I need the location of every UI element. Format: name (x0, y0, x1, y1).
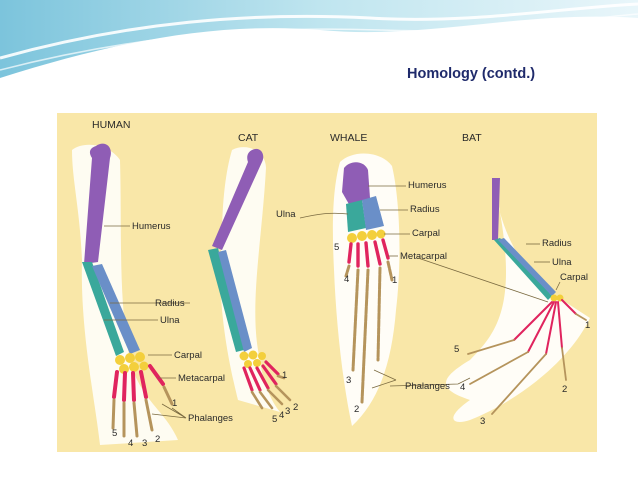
cat-digit-2: 2 (293, 402, 298, 413)
bat-radius (498, 238, 556, 296)
whale-label-ulna: Ulna (276, 209, 296, 220)
human-digit-4: 4 (128, 438, 133, 449)
whale-digit-4: 4 (344, 274, 349, 285)
cat-digit-4: 4 (279, 410, 284, 421)
bat-phalanges (467, 313, 587, 415)
bat-label-carpal: Carpal (560, 272, 588, 283)
cat-radius (218, 250, 252, 352)
human-digit-3: 3 (142, 438, 147, 449)
species-cat: CAT (238, 132, 259, 144)
human-label-ulna: Ulna (160, 315, 180, 326)
human-label-phalanges: Phalanges (188, 413, 233, 424)
human-digit-2: 2 (155, 434, 160, 445)
cat-digit-5: 5 (272, 414, 277, 425)
human-digit-5: 5 (112, 428, 117, 439)
human-label-humerus: Humerus (132, 221, 171, 232)
whale-digit-1: 1 (392, 275, 397, 286)
cat-digit-1: 1 (282, 370, 287, 381)
cat-limb: 1 2 3 4 5 (208, 147, 298, 425)
bat-digit-2: 2 (562, 384, 567, 395)
slide-title: Homology (contd.) (407, 66, 536, 82)
whale-label-metacarpal: Metacarpal (400, 251, 447, 262)
human-limb: 5 4 3 2 1 (72, 143, 178, 449)
whale-metacarpals (347, 238, 390, 268)
whale-ulna (346, 200, 366, 232)
whale-digit-3: 3 (346, 375, 351, 386)
human-humerus (84, 143, 111, 264)
cat-humerus (212, 148, 264, 250)
bat-humerus (492, 178, 500, 240)
bat-digit-5: 5 (454, 344, 459, 355)
human-radius (92, 264, 140, 354)
header-waves (0, 0, 638, 78)
bat-metacarpals (513, 299, 577, 355)
whale-limb: 5 4 1 3 2 (332, 153, 400, 427)
bat-label-ulna: Ulna (552, 257, 572, 268)
whale-digit-5: 5 (334, 242, 339, 253)
whale-carpals (347, 229, 386, 243)
whale-bat-label-phalanges: Phalanges (405, 381, 450, 392)
whale-humerus (342, 162, 370, 206)
bat-ulna (494, 238, 552, 300)
human-carpals (115, 352, 149, 374)
cat-digit-3: 3 (285, 406, 290, 417)
bat-limb: 1 2 3 4 5 (445, 178, 590, 427)
human-label-radius: Radius (155, 298, 185, 309)
species-human: HUMAN (92, 119, 131, 131)
species-whale: WHALE (330, 132, 367, 144)
human-metacarpals (112, 364, 165, 402)
whale-label-radius: Radius (410, 204, 440, 215)
bat-label-radius: Radius (542, 238, 572, 249)
cat-carpals (239, 350, 266, 368)
whale-label-carpal: Carpal (412, 228, 440, 239)
human-ulna (82, 262, 124, 356)
whale-radius (362, 196, 384, 230)
bat-digit-3: 3 (480, 416, 485, 427)
cat-ulna (208, 248, 244, 352)
human-phalanges (111, 385, 174, 438)
species-bat: BAT (462, 132, 482, 144)
whale-phalanges (344, 260, 394, 404)
bat-digit-1: 1 (585, 320, 590, 331)
human-digit-1: 1 (172, 398, 177, 409)
cat-phalanges (250, 374, 292, 410)
cat-metacarpals (242, 360, 280, 392)
whale-label-humerus: Humerus (408, 180, 447, 191)
bat-digit-4: 4 (460, 382, 465, 393)
human-label-metacarpal: Metacarpal (178, 373, 225, 384)
human-label-carpal: Carpal (174, 350, 202, 361)
whale-digit-2: 2 (354, 404, 359, 415)
